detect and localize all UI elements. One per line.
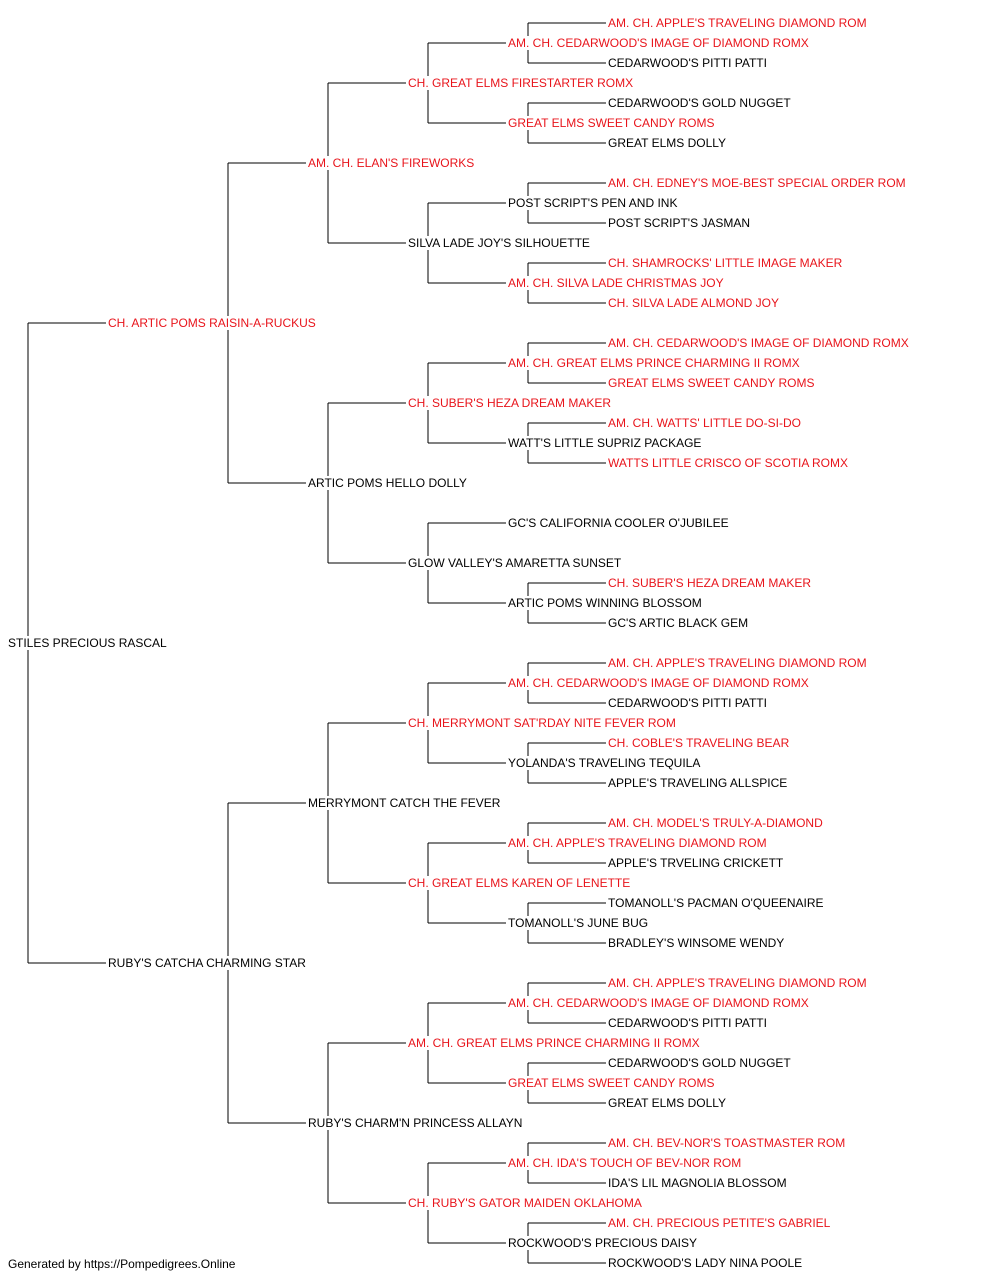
footer-credit: Generated by https://Pompedigrees.Online — [8, 1257, 236, 1271]
pedigree-node-gen-5: IDA'S LIL MAGNOLIA BLOSSOM — [607, 1176, 788, 1190]
pedigree-node-gen-5: AM. CH. WATTS' LITTLE DO-SI-DO — [607, 416, 802, 430]
pedigree-node-gen-4: AM. CH. IDA'S TOUCH OF BEV-NOR ROM — [507, 1156, 743, 1170]
pedigree-node-gen-5: AM. CH. MODEL'S TRULY-A-DIAMOND — [607, 816, 824, 830]
pedigree-node-gen-4: AM. CH. CEDARWOOD'S IMAGE OF DIAMOND ROM… — [507, 676, 810, 690]
pedigree-node-gen-5: POST SCRIPT'S JASMAN — [607, 216, 752, 230]
pedigree-node-gen-4: ROCKWOOD'S PRECIOUS DAISY — [507, 1236, 698, 1250]
pedigree-node-gen-5: CEDARWOOD'S GOLD NUGGET — [607, 96, 792, 110]
pedigree-node-gen-5: ROCKWOOD'S LADY NINA POOLE — [607, 1256, 804, 1270]
pedigree-node-gen-5: CH. SILVA LADE ALMOND JOY — [607, 296, 780, 310]
pedigree-node-gen-3: CH. SUBER'S HEZA DREAM MAKER — [407, 396, 612, 410]
pedigree-node-gen-5: GREAT ELMS DOLLY — [607, 1096, 728, 1110]
pedigree-node-gen-1: CH. ARTIC POMS RAISIN-A-RUCKUS — [107, 316, 317, 330]
pedigree-node-gen-4: GREAT ELMS SWEET CANDY ROMS — [507, 116, 716, 130]
pedigree-node-gen-4: AM. CH. CEDARWOOD'S IMAGE OF DIAMOND ROM… — [507, 996, 810, 1010]
pedigree-node-gen-5: CEDARWOOD'S PITTI PATTI — [607, 1016, 768, 1030]
pedigree-node-gen-5: GREAT ELMS DOLLY — [607, 136, 728, 150]
pedigree-node-gen-4: GC'S CALIFORNIA COOLER O'JUBILEE — [507, 516, 730, 530]
pedigree-node-gen-3: CH. MERRYMONT SAT'RDAY NITE FEVER ROM — [407, 716, 677, 730]
pedigree-node-gen-4: AM. CH. APPLE'S TRAVELING DIAMOND ROM — [507, 836, 768, 850]
pedigree-node-gen-4: AM. CH. SILVA LADE CHRISTMAS JOY — [507, 276, 725, 290]
pedigree-node-gen-3: CH. RUBY'S GATOR MAIDEN OKLAHOMA — [407, 1196, 643, 1210]
pedigree-node-gen-3: CH. GREAT ELMS FIRESTARTER ROMX — [407, 76, 635, 90]
pedigree-node-gen-4: YOLANDA'S TRAVELING TEQUILA — [507, 756, 702, 770]
pedigree-node-gen-4: AM. CH. CEDARWOOD'S IMAGE OF DIAMOND ROM… — [507, 36, 810, 50]
pedigree-node-gen-5: AM. CH. APPLE'S TRAVELING DIAMOND ROM — [607, 976, 868, 990]
pedigree-node-gen-5: CEDARWOOD'S PITTI PATTI — [607, 56, 768, 70]
pedigree-node-gen-3: CH. GREAT ELMS KAREN OF LENETTE — [407, 876, 632, 890]
pedigree-node-gen-5: GREAT ELMS SWEET CANDY ROMS — [607, 376, 816, 390]
pedigree-node-gen-5: CEDARWOOD'S PITTI PATTI — [607, 696, 768, 710]
pedigree-node-gen-3: GLOW VALLEY'S AMARETTA SUNSET — [407, 556, 623, 570]
pedigree-node-gen-5: CH. SUBER'S HEZA DREAM MAKER — [607, 576, 812, 590]
pedigree-node-gen-5: BRADLEY'S WINSOME WENDY — [607, 936, 786, 950]
pedigree-node-gen-5: TOMANOLL'S PACMAN O'QUEENAIRE — [607, 896, 825, 910]
pedigree-node-gen-1: RUBY'S CATCHA CHARMING STAR — [107, 956, 307, 970]
pedigree-node-gen-3: AM. CH. GREAT ELMS PRINCE CHARMING II RO… — [407, 1036, 701, 1050]
pedigree-node-gen-2: ARTIC POMS HELLO DOLLY — [307, 476, 468, 490]
pedigree-node-gen-5: GC'S ARTIC BLACK GEM — [607, 616, 750, 630]
pedigree-node-gen-2: AM. CH. ELAN'S FIREWORKS — [307, 156, 476, 170]
pedigree-node-gen-4: GREAT ELMS SWEET CANDY ROMS — [507, 1076, 716, 1090]
pedigree-node-gen-5: CH. SHAMROCKS' LITTLE IMAGE MAKER — [607, 256, 844, 270]
pedigree-node-gen-5: AM. CH. APPLE'S TRAVELING DIAMOND ROM — [607, 656, 868, 670]
pedigree-node-gen-5: CH. COBLE'S TRAVELING BEAR — [607, 736, 791, 750]
pedigree-node-gen-4: ARTIC POMS WINNING BLOSSOM — [507, 596, 703, 610]
pedigree-node-gen-4: POST SCRIPT'S PEN AND INK — [507, 196, 679, 210]
pedigree-node-gen-5: APPLE'S TRAVELING ALLSPICE — [607, 776, 789, 790]
pedigree-node-gen-5: AM. CH. BEV-NOR'S TOASTMASTER ROM — [607, 1136, 847, 1150]
pedigree-node-gen-5: AM. CH. APPLE'S TRAVELING DIAMOND ROM — [607, 16, 868, 30]
pedigree-node-gen-5: WATTS LITTLE CRISCO OF SCOTIA ROMX — [607, 456, 850, 470]
pedigree-node-gen-5: CEDARWOOD'S GOLD NUGGET — [607, 1056, 792, 1070]
pedigree-node-gen-2: RUBY'S CHARM'N PRINCESS ALLAYN — [307, 1116, 524, 1130]
pedigree-node-gen-4: WATT'S LITTLE SUPRIZ PACKAGE — [507, 436, 703, 450]
pedigree-node-gen-0: STILES PRECIOUS RASCAL — [7, 636, 168, 650]
pedigree-node-gen-5: AM. CH. PRECIOUS PETITE'S GABRIEL — [607, 1216, 832, 1230]
pedigree-node-gen-4: AM. CH. GREAT ELMS PRINCE CHARMING II RO… — [507, 356, 801, 370]
pedigree-node-gen-5: AM. CH. CEDARWOOD'S IMAGE OF DIAMOND ROM… — [607, 336, 910, 350]
pedigree-node-gen-2: MERRYMONT CATCH THE FEVER — [307, 796, 502, 810]
pedigree-node-gen-4: TOMANOLL'S JUNE BUG — [507, 916, 650, 930]
pedigree-node-gen-5: APPLE'S TRVELING CRICKETT — [607, 856, 785, 870]
pedigree-node-gen-3: SILVA LADE JOY'S SILHOUETTE — [407, 236, 591, 250]
pedigree-node-gen-5: AM. CH. EDNEY'S MOE-BEST SPECIAL ORDER R… — [607, 176, 907, 190]
